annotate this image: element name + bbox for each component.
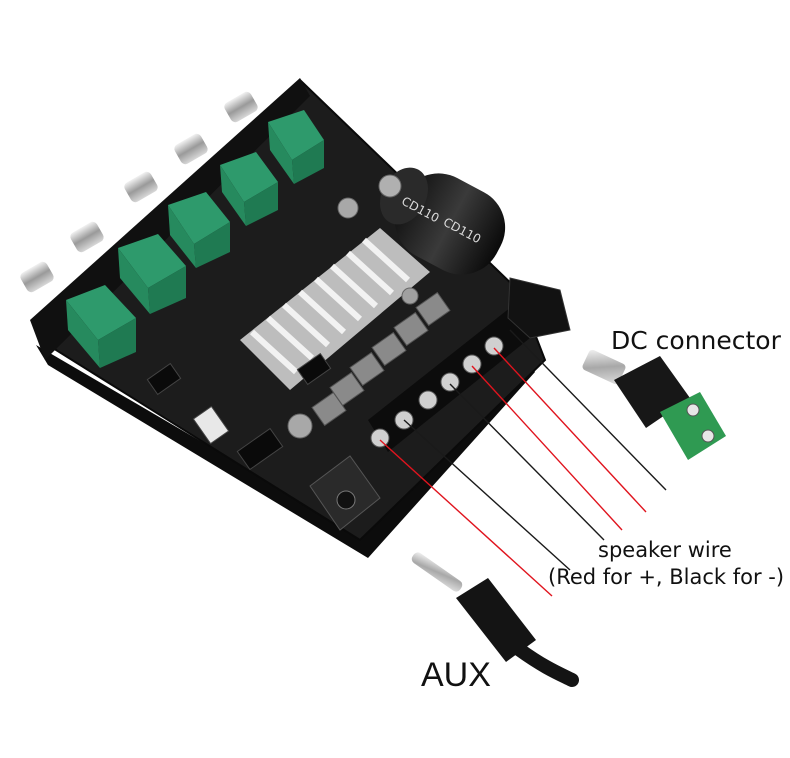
pot-3: [168, 192, 230, 268]
knob-2: [70, 221, 104, 253]
chips: [146, 352, 332, 471]
wire-negative-2: [449, 383, 605, 541]
wire-positive-1: [379, 439, 553, 597]
aux-label: AUX: [421, 656, 491, 694]
knob-4: [174, 133, 208, 165]
speaker-wire-label: speaker wire: [598, 538, 732, 562]
speaker-wire-polarity-label: (Red for +, Black for -): [548, 565, 785, 589]
small-capacitors: [287, 174, 419, 439]
knob-5: [224, 91, 258, 123]
speaker-wires: [379, 329, 667, 597]
wire-positive-2: [471, 365, 623, 531]
amplifier-board: CD110 CD110: [20, 78, 571, 558]
pot-5: [268, 110, 324, 184]
dc-jack-socket: [507, 277, 571, 339]
potentiometers: [66, 110, 324, 368]
pot-2: [118, 234, 186, 314]
potentiometer-knobs: [20, 91, 258, 293]
wire-positive-3: [493, 347, 647, 513]
dc-connector: [582, 349, 726, 460]
pot-4: [220, 152, 278, 226]
wire-negative-3: [509, 329, 667, 491]
aux-cable: [411, 552, 579, 687]
knob-1: [20, 261, 54, 293]
inductors: [311, 291, 451, 427]
dc-connector-label: DC connector: [611, 326, 781, 355]
pot-1: [66, 285, 136, 368]
heatsink: [240, 228, 430, 390]
aux-jack-socket: [309, 455, 381, 531]
wire-negative-1: [403, 419, 571, 571]
knob-3: [124, 171, 158, 203]
